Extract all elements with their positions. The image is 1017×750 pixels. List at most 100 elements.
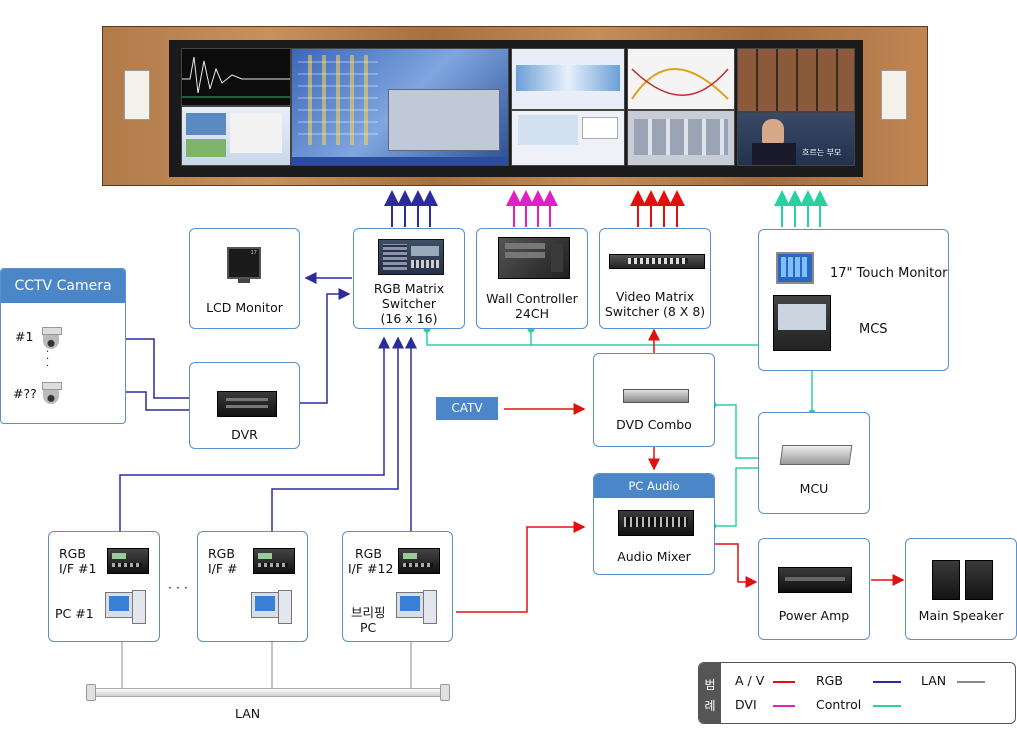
screen-web-2 — [511, 110, 625, 166]
rgb-matrix-line3: (16 x 16) — [380, 311, 438, 326]
server-icon — [498, 237, 570, 279]
rgb-matrix-line1: RGB Matrix — [373, 281, 445, 296]
screen-news: 흐르는 부모 — [737, 112, 855, 166]
legend-label-lan: LAN — [921, 673, 947, 688]
pc1-label: PC #1 — [55, 606, 94, 621]
screen-browser — [511, 48, 625, 110]
wall-controller-line1: Wall Controller — [486, 291, 578, 306]
mixer-icon — [618, 510, 694, 536]
screen-chart — [627, 48, 735, 110]
legend: 범 례 A / V RGB LAN DVI Control — [698, 662, 1016, 724]
lan-bus-cap-left — [86, 684, 96, 701]
dvi-up-arrows — [506, 190, 558, 227]
matrix-switcher-icon — [378, 239, 444, 275]
video-wall: 흐르는 부모 — [102, 26, 928, 186]
dvr-icon — [217, 391, 277, 417]
wall-controller-line2: 24CH — [514, 306, 550, 321]
news-caption: 흐르는 부모 — [802, 148, 842, 157]
mcu-box: MCU — [758, 412, 870, 514]
pc-tower-icon — [278, 590, 292, 624]
cctv-camera-title: CCTV Camera — [1, 269, 125, 303]
lan-bus-cap-right — [440, 684, 450, 701]
screen-web-1 — [181, 106, 291, 166]
catv-box: CATV — [436, 397, 498, 420]
rgb-interface-icon — [398, 548, 440, 574]
pc2-box: RGB I/F # — [197, 531, 308, 642]
pc1-box: RGB I/F #1 PC #1 — [48, 531, 160, 642]
pc3-label-1: 브리핑 — [351, 605, 386, 620]
lan-label: LAN — [235, 706, 261, 721]
lcd-monitor-label: LCD Monitor — [206, 300, 283, 315]
legend-swatch-av — [773, 681, 795, 683]
cam2-label: #?? — [13, 386, 37, 401]
legend-swatch-lan — [957, 681, 985, 683]
pc3-if: I/F #12 — [348, 561, 394, 576]
rgb-interface-icon — [253, 548, 295, 574]
pc-icon — [251, 592, 279, 618]
pc-audio-header: PC Audio — [594, 474, 714, 498]
mcu-label: MCU — [799, 481, 829, 496]
wall-switch-right — [881, 70, 907, 120]
dvd-combo-label: DVD Combo — [616, 417, 692, 432]
camera-icon — [42, 382, 62, 404]
touch-monitor-icon — [776, 252, 814, 284]
av-up-arrows — [630, 190, 685, 227]
legend-label-dvi: DVI — [735, 697, 757, 712]
pc-icon — [396, 592, 424, 618]
power-amp-label: Power Amp — [778, 608, 850, 623]
monitor-icon: 17 — [227, 247, 261, 279]
legend-swatch-control — [873, 705, 901, 707]
ellipsis: · · · — [168, 580, 188, 595]
pc1-rgb: RGB — [59, 546, 86, 561]
cam-dots: ··· — [46, 347, 50, 372]
pc-icon — [105, 592, 133, 618]
lan-bus — [92, 688, 444, 697]
pc2-rgb: RGB — [208, 546, 235, 561]
legend-label-control: Control — [816, 697, 862, 712]
screen-desktop — [291, 48, 509, 166]
video-matrix-line2: Switcher (8 X 8) — [604, 304, 706, 319]
cctv-camera-box: CCTV Camera #1 ··· #?? — [0, 268, 126, 424]
screen-thumbnails — [737, 48, 855, 112]
main-speaker-label: Main Speaker — [918, 608, 1004, 623]
cam1-label: #1 — [15, 329, 34, 344]
mcs-box: 17" Touch Monitor MCS — [758, 229, 949, 371]
mcs-label: MCS — [859, 322, 888, 337]
mcs-device-icon — [773, 295, 831, 351]
dvr-label: DVR — [231, 427, 258, 442]
video-matrix-box: Video Matrix Switcher (8 X 8) — [599, 228, 711, 329]
legend-label-av: A / V — [735, 673, 765, 688]
audio-mixer-label: Audio Mixer — [617, 549, 691, 564]
legend-swatch-dvi — [773, 705, 795, 707]
dvd-combo-box: DVD Combo — [593, 353, 715, 447]
mcu-device-icon — [779, 445, 853, 465]
pc3-label-2: PC — [360, 620, 377, 635]
legend-label-rgb: RGB — [816, 673, 843, 688]
amplifier-icon — [778, 567, 852, 593]
video-matrix-line1: Video Matrix — [615, 289, 695, 304]
pc-tower-icon — [132, 590, 146, 624]
touch-monitor-label: 17" Touch Monitor — [830, 266, 948, 281]
dvd-player-icon — [623, 389, 689, 403]
wall-controller-box: Wall Controller 24CH — [476, 228, 588, 329]
wall-switch-left — [124, 70, 150, 120]
legend-title: 범 례 — [699, 663, 721, 723]
pc1-if: I/F #1 — [59, 561, 97, 576]
audio-mixer-box: PC Audio Audio Mixer — [593, 473, 715, 575]
main-speaker-box: Main Speaker — [905, 538, 1017, 640]
lcd-monitor-box: 17 LCD Monitor — [189, 228, 300, 329]
rgb-up-arrows — [384, 190, 438, 227]
screen-oscilloscope — [181, 48, 291, 106]
rgb-matrix-line2: Switcher — [381, 296, 437, 311]
camera-icon — [42, 327, 62, 349]
screen-control-panel — [627, 110, 735, 166]
pc2-if: I/F # — [208, 561, 238, 576]
rgb-matrix-box: RGB Matrix Switcher (16 x 16) — [353, 228, 465, 329]
pc-tower-icon — [423, 590, 437, 624]
power-amp-box: Power Amp — [758, 538, 870, 640]
speaker-icon — [965, 560, 993, 600]
dvr-box: DVR — [189, 362, 300, 449]
display-frame: 흐르는 부모 — [169, 40, 863, 177]
rgb-interface-icon — [107, 548, 149, 574]
legend-swatch-rgb — [873, 681, 901, 683]
